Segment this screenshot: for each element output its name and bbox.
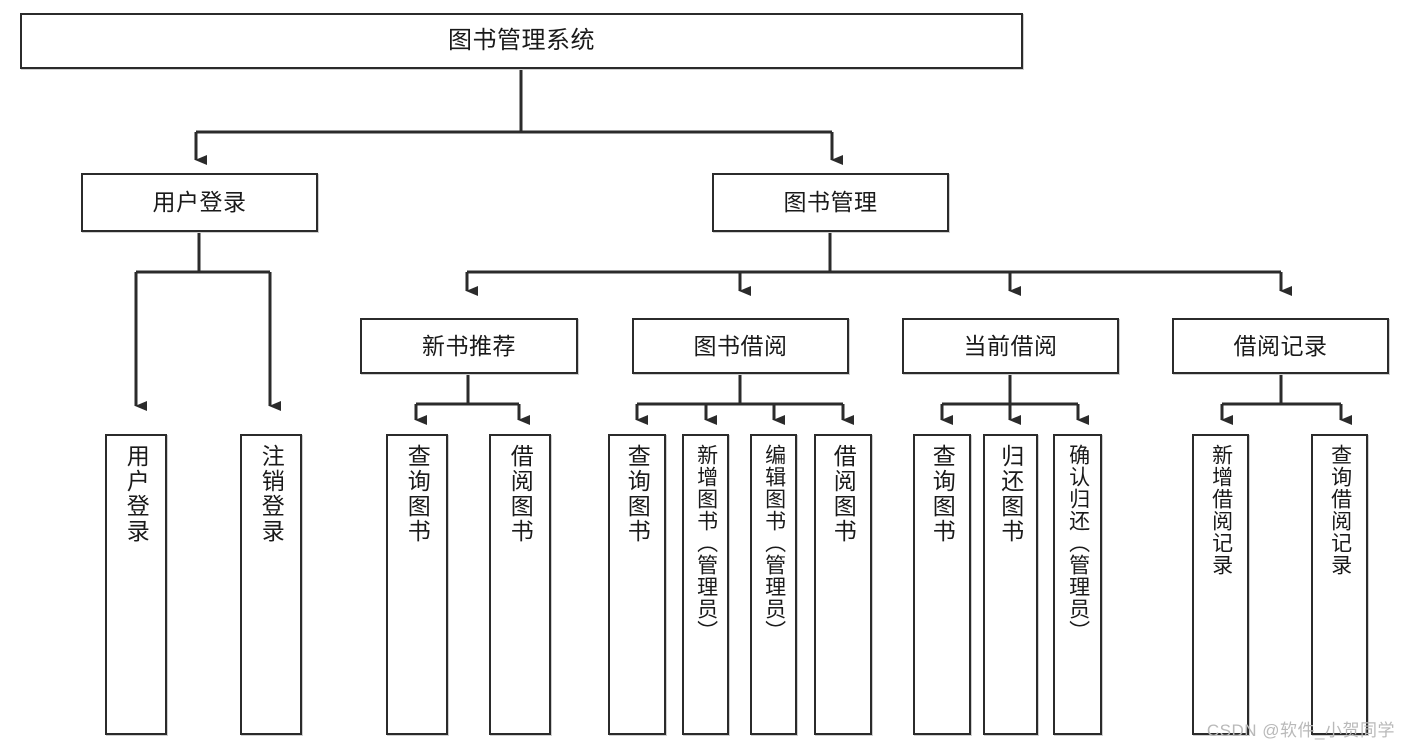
node-label: 查询借阅记录	[1328, 444, 1352, 576]
node-leaf-query-record[interactable]: 查询借阅记录	[1311, 434, 1368, 735]
node-leaf-add-book[interactable]: 新增图书（管理员）	[682, 434, 729, 735]
node-label: 图书管理系统	[448, 27, 595, 55]
node-leaf-borrow-book-2[interactable]: 借阅图书	[814, 434, 872, 735]
node-leaf-edit-book[interactable]: 编辑图书（管理员）	[750, 434, 797, 735]
node-current-borrow[interactable]: 当前借阅	[902, 318, 1119, 374]
node-leaf-borrow-book-1[interactable]: 借阅图书	[489, 434, 551, 735]
node-label: 用户登录	[152, 189, 247, 216]
node-label: 编辑图书（管理员）	[762, 444, 786, 642]
node-borrow-record[interactable]: 借阅记录	[1172, 318, 1389, 374]
node-new-book-recommend[interactable]: 新书推荐	[360, 318, 578, 374]
node-book-borrow[interactable]: 图书借阅	[632, 318, 849, 374]
node-leaf-return-book[interactable]: 归还图书	[983, 434, 1038, 735]
node-book-manage[interactable]: 图书管理	[712, 173, 949, 232]
node-label: 借阅图书	[507, 444, 534, 544]
node-label: 查询图书	[929, 444, 956, 544]
node-label: 图书借阅	[693, 332, 788, 359]
node-label: 查询图书	[624, 444, 651, 544]
node-label: 图书管理	[783, 189, 878, 216]
node-leaf-query-book-3[interactable]: 查询图书	[913, 434, 971, 735]
node-label: 确认归还（管理员）	[1066, 444, 1090, 642]
node-leaf-query-book-1[interactable]: 查询图书	[386, 434, 448, 735]
node-label: 注销登录	[258, 444, 285, 544]
node-leaf-logout-login[interactable]: 注销登录	[240, 434, 302, 735]
node-label: 查询图书	[404, 444, 431, 544]
node-label: 用户登录	[123, 444, 150, 544]
node-leaf-user-login[interactable]: 用户登录	[105, 434, 167, 735]
csdn-watermark: CSDN @软件_小贺同学	[1206, 721, 1395, 740]
node-leaf-add-record[interactable]: 新增借阅记录	[1192, 434, 1249, 735]
node-label: 当前借阅	[963, 332, 1058, 359]
node-leaf-confirm-return[interactable]: 确认归还（管理员）	[1053, 434, 1102, 735]
node-user-login[interactable]: 用户登录	[81, 173, 318, 232]
node-label: 借阅记录	[1233, 332, 1328, 359]
node-label: 新增借阅记录	[1209, 444, 1233, 576]
node-label: 新书推荐	[422, 332, 516, 359]
node-root-system[interactable]: 图书管理系统	[20, 13, 1023, 69]
node-label: 新增图书（管理员）	[694, 444, 718, 642]
node-leaf-query-book-2[interactable]: 查询图书	[608, 434, 666, 735]
node-label: 借阅图书	[830, 444, 857, 544]
node-label: 归还图书	[997, 444, 1024, 544]
